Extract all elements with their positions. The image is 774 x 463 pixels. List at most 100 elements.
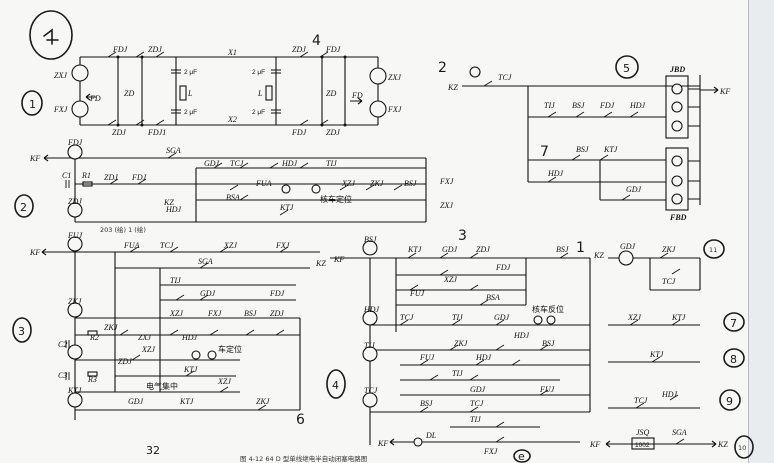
r2-label: R2: [89, 333, 99, 342]
zkj2-label-c3: ZKJ: [104, 323, 118, 332]
ktj-label-right: KTJ: [671, 313, 686, 322]
tcj-label: TCJ: [498, 73, 512, 82]
fdj-right-label: FDJ: [325, 45, 341, 54]
kf-label-dl: KF: [377, 439, 388, 448]
zxj-left-label: ZXJ: [54, 71, 67, 80]
hand-circle-11-mark: 11: [703, 239, 725, 259]
hand-circle-8-mark: 8: [723, 348, 745, 368]
hdj2-label-c2: HDJ: [165, 205, 182, 214]
bsj3-label-c4: BSJ: [542, 339, 555, 348]
svg-text:e: e: [518, 450, 525, 463]
tcj2-label-right: TCJ: [634, 396, 648, 405]
ktj3-label-c3: KTJ: [179, 397, 194, 406]
ktj2-label-c3: KTJ: [67, 386, 82, 395]
xzj-label-c2: XZJ: [341, 179, 355, 188]
bsj-label-c2: BSJ: [404, 179, 417, 188]
fdj-label: FDJ: [112, 45, 128, 54]
gdj2-label-c4: GDJ: [494, 313, 510, 322]
xzj2-label-c3: XZJ: [169, 309, 183, 318]
hdj-label-c2: HDJ: [281, 159, 298, 168]
tij-label-c2: TIJ: [326, 159, 337, 168]
fdj-label-kf: FDJ: [599, 101, 615, 110]
xzj-label-right: XZJ: [627, 313, 641, 322]
gdj-label-c4: GDJ: [442, 245, 458, 254]
tcj-label-c2: TCJ: [230, 159, 244, 168]
x1-label: X1: [227, 48, 237, 57]
c3-label: C3: [58, 371, 67, 380]
tij3-label-c4: TIJ: [452, 369, 463, 378]
kz-label-c3: KZ: [315, 259, 326, 268]
ktj-label-c4: KTJ: [407, 245, 422, 254]
svg-text:7: 7: [730, 317, 737, 330]
hand-mark-4: 4: [312, 33, 321, 49]
hand-mark-32: 32: [146, 444, 160, 457]
zdj-label: ZDJ: [148, 45, 162, 54]
fd-right-label: FD: [351, 91, 363, 100]
hand-mark-6: 6: [296, 412, 305, 428]
text-dianqi-jizhong: 电气集中: [146, 381, 178, 391]
xzj-label-c3: XZJ: [223, 241, 237, 250]
zd-left-label: ZD: [124, 89, 134, 98]
bsj4-label-c4: BSJ: [420, 399, 433, 408]
gdj3-label-c4: GDJ: [470, 385, 486, 394]
tcj-label-c4: TCJ: [400, 313, 414, 322]
tij4-label-c4: TIJ: [470, 415, 481, 424]
ktj-label-c2: KTJ: [279, 203, 294, 212]
fd-left-label: FD: [89, 94, 101, 103]
tij-label-c3: TIJ: [170, 276, 181, 285]
kz-label-c4: KZ: [593, 251, 604, 260]
zxj-coil-left: [71, 64, 89, 82]
zd-right-label: ZD: [326, 89, 336, 98]
circuit-right: GDJ ZKJ TCJ 11 XZJ KTJ 7 KTJ 8 TCJ HDJ 9: [589, 239, 754, 459]
hand-circle-1-mark: [29, 10, 73, 60]
hdj-label-c4: HDJ: [363, 305, 380, 314]
xzj4-label-c3: XZJ: [217, 377, 231, 386]
hand-circle-5-mark: 5: [615, 55, 639, 79]
ktj2-label-right: KTJ: [649, 350, 664, 359]
hdj3-label-c4: HDJ: [475, 353, 492, 362]
zkj3-label-c3: ZKJ: [256, 397, 270, 406]
dl-label: DL: [425, 431, 437, 440]
fdj-label-c2: FDJ: [67, 138, 83, 147]
svg-text:10: 10: [738, 444, 746, 452]
hdj2-label-c4: HDJ: [513, 331, 530, 340]
svg-text:5: 5: [623, 62, 630, 75]
fbd-label: FBD: [669, 213, 687, 222]
svg-text:9: 9: [726, 395, 733, 408]
hdj-label-right: HDJ: [661, 390, 678, 399]
bsa-label-c4: BSA: [486, 293, 500, 302]
c2-label: C2: [58, 340, 67, 349]
fxj-label-c4: FXJ: [483, 447, 498, 456]
text-che-dingwei: 车定位: [218, 344, 242, 354]
sga-label-right: SGA: [672, 428, 687, 437]
svg-text:4: 4: [332, 379, 339, 392]
jsq-value: 1002: [635, 442, 650, 449]
svg-text:3: 3: [18, 325, 25, 338]
circuit-kf-top-right: 2 KZ TCJ TIJ BSJ FDJ HDJ BSJ KTJ HDJ GDJ…: [438, 55, 730, 222]
fxj-coil-right: [369, 100, 387, 118]
kf-label-top: KF: [719, 87, 730, 96]
text-jiche-dingwei: 核车定位: [320, 194, 352, 204]
fdj-bottom-right-label: FDJ: [291, 128, 307, 137]
gdj-label-kf: GDJ: [626, 185, 642, 194]
hand-circle-4-mark: 4: [326, 369, 346, 399]
sga-label-c3: SGA: [198, 257, 213, 266]
tcj-label-c3: TCJ: [160, 241, 174, 250]
tij-label: TIJ: [544, 101, 555, 110]
hdj-label-c3: HDJ: [181, 333, 198, 342]
fdj-label-c3: FDJ: [269, 289, 285, 298]
fuj2-label-c4: FUJ: [419, 353, 435, 362]
svg-text:2: 2: [20, 201, 27, 214]
svg-text:11: 11: [709, 246, 717, 254]
zdj-bottom-right-label: ZDJ: [326, 128, 340, 137]
text-jiche-fanwei: 核车反位: [532, 304, 564, 314]
tcj3-label-c4: TCJ: [470, 399, 484, 408]
bsj2-label-c4: BSJ: [556, 245, 569, 254]
fua-label-c2: FUA: [255, 179, 272, 188]
fxj-left-label: FXJ: [53, 105, 68, 114]
hand-circle-2-mark: 2: [14, 194, 34, 218]
cap-4-label: 2 μF: [252, 109, 265, 116]
hand-mark-3: 3: [458, 228, 467, 244]
kz-label-right: KZ: [717, 440, 728, 449]
